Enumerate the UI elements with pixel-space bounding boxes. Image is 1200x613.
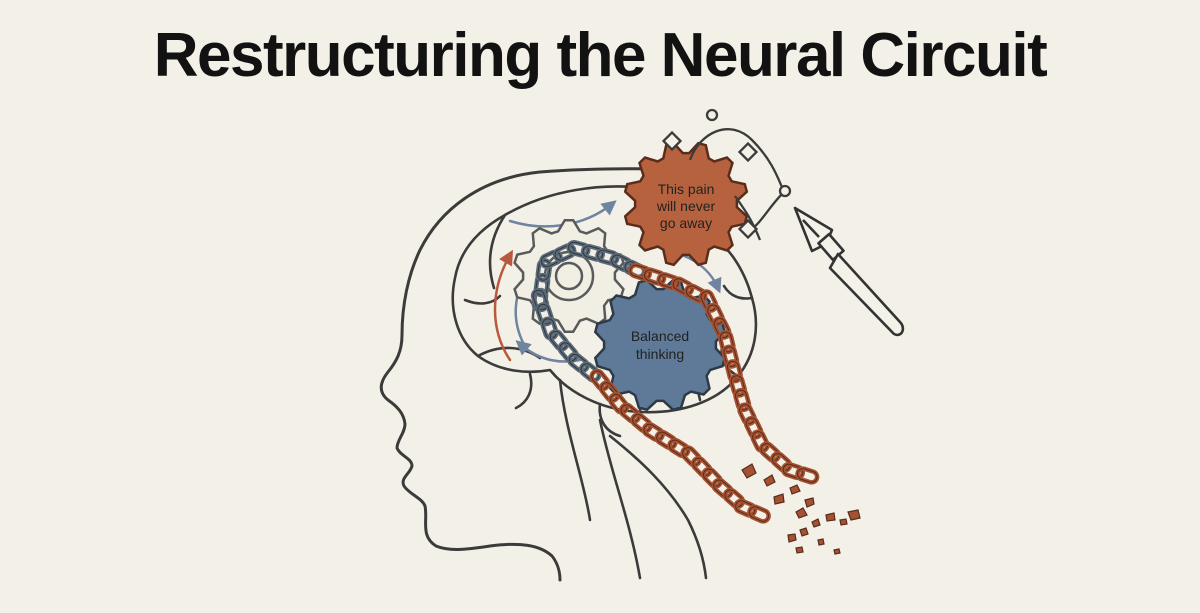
chain-link-rust-edge <box>609 393 628 413</box>
pen-nib-icon <box>793 206 905 337</box>
negative-line-3: go away <box>660 215 712 231</box>
chain-link-rust-edge <box>713 479 732 498</box>
chain-link-rust-edge <box>672 278 693 295</box>
chain-link-rust-edge <box>700 291 717 312</box>
chain-link-grey-edge <box>537 303 553 325</box>
chain-link-rust-edge <box>797 468 818 483</box>
chain-link-rust-edge <box>724 489 744 508</box>
chain-link-rust-edge <box>760 443 780 462</box>
balanced-thinking-gear: Balanced thinking <box>593 278 727 412</box>
chain-link-grey-edge <box>540 251 562 268</box>
chain-link-rust-edge <box>739 404 755 425</box>
chain-link-rust-edge <box>719 331 734 353</box>
chain-link-rust-edge <box>752 431 769 452</box>
chain-link-grey-edge <box>532 289 548 311</box>
chain-link-rust-edge <box>656 431 676 449</box>
chain-link-rust-edge <box>632 414 651 432</box>
old-gear-icon <box>513 218 625 334</box>
chain-link-rust-edge <box>707 304 724 325</box>
broken-chain-icon <box>530 239 820 524</box>
negative-thought-gear: This pain will never go away <box>623 141 749 267</box>
chain-link-rust-edge <box>748 506 770 522</box>
chain-link-rust-edge <box>735 500 756 516</box>
chain-link-grey-edge <box>554 244 575 261</box>
chain-link-rust-edge <box>620 404 640 423</box>
chain-link-grey-edge <box>568 353 588 372</box>
chain-link-rust-edge <box>771 453 791 472</box>
chain-link-rust-edge <box>591 370 609 390</box>
page-title: Restructuring the Neural Circuit <box>153 21 1048 90</box>
chain-link-grey-edge <box>535 274 549 296</box>
chain-link-rust-edge <box>658 273 679 289</box>
chain-link-rust-edge <box>644 269 665 284</box>
chain-link-grey-edge <box>559 342 578 362</box>
chain-link-grey-edge <box>582 245 604 260</box>
chain-link-rust-edge <box>723 346 738 367</box>
chain-link-rust-edge <box>600 382 619 402</box>
chain-link-rust-edge <box>629 264 651 280</box>
chain-link-rust-edge <box>782 463 804 479</box>
chain-link-rust-edge <box>745 417 762 438</box>
chain-link-grey-edge <box>580 363 600 381</box>
chain-link-rust-edge <box>668 439 689 457</box>
chain-link-grey-edge <box>542 318 557 339</box>
chain-link-rust-edge <box>692 457 711 477</box>
chain-link-rust-edge <box>730 375 746 396</box>
chain-fragments <box>741 463 861 555</box>
chain-link-rust-edge <box>643 423 664 441</box>
chain-link-rust-edge <box>713 317 730 339</box>
negative-line-1: This pain <box>658 181 715 197</box>
chain-link-rust-edge <box>685 285 706 302</box>
chain-link-rust-edge <box>734 389 750 411</box>
chain-link-grey-edge <box>537 259 551 281</box>
chain-link-rust-edge <box>726 360 742 382</box>
chain-link-grey-edge <box>597 249 618 264</box>
bezier-path-icon <box>661 108 792 241</box>
negative-line-2: will never <box>656 198 716 214</box>
chain-link-grey-edge <box>568 241 589 257</box>
chain-link-rust-edge <box>682 447 701 466</box>
chain-link-grey-edge <box>549 330 568 350</box>
balanced-line-2: thinking <box>636 346 684 362</box>
balanced-line-1: Balanced <box>631 328 689 344</box>
chain-link-rust-edge <box>702 468 722 488</box>
